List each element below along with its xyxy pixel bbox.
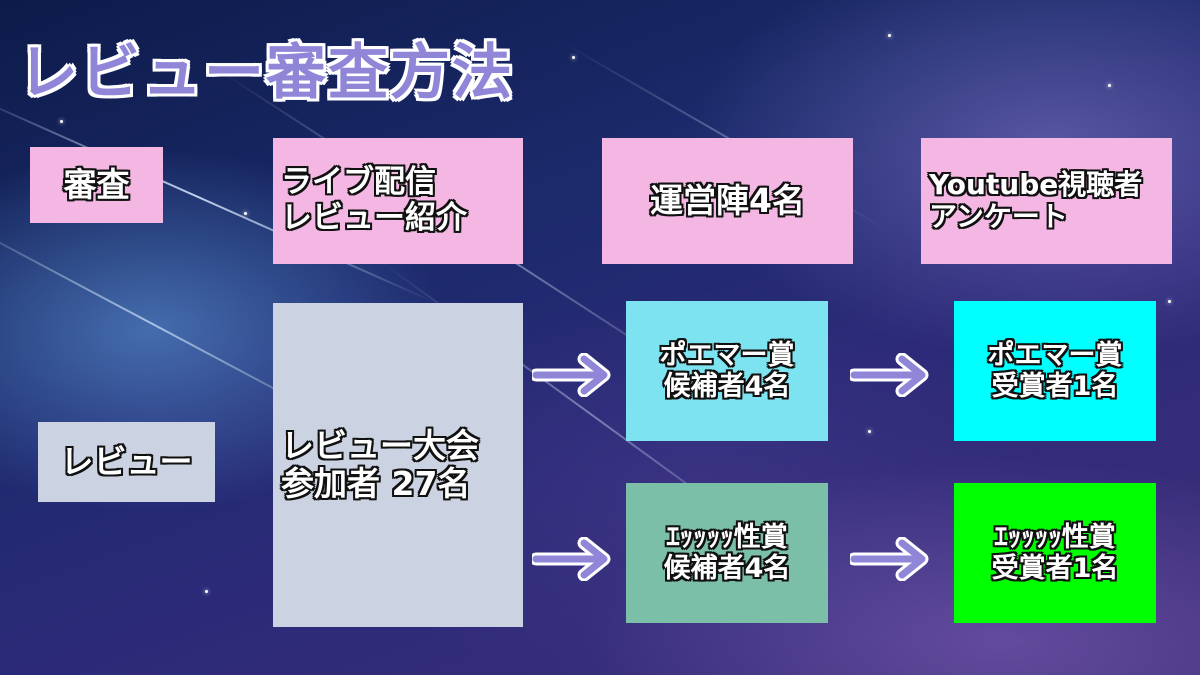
review-row-label: レビュー bbox=[38, 422, 215, 502]
poem-candidates-line-1: ポエマー賞 bbox=[659, 339, 795, 371]
star bbox=[888, 34, 891, 37]
participants-line-2: 参加者 27名 bbox=[281, 464, 471, 503]
star bbox=[1168, 300, 1171, 303]
star bbox=[60, 120, 63, 123]
star bbox=[572, 56, 575, 59]
star bbox=[244, 212, 247, 215]
participants-line-1: レビュー大会 bbox=[281, 426, 479, 466]
judging-label-text: 審査 bbox=[63, 165, 130, 205]
youtube-survey-line-1: Youtube視聴者 bbox=[929, 167, 1143, 201]
star bbox=[1108, 84, 1111, 87]
star bbox=[205, 590, 208, 593]
ero-candidates-line-2: 候補者4名 bbox=[663, 553, 791, 584]
star bbox=[868, 430, 871, 433]
poem-candidates-line-2: 候補者4名 bbox=[663, 371, 791, 402]
ero-candidates-box: ｴｯｯｯｯ性賞 候補者4名 bbox=[626, 483, 828, 623]
live-review-intro-box: ライブ配信 レビュー紹介 bbox=[273, 138, 523, 264]
ero-winner-box: ｴｯｯｯｯ性賞 受賞者1名 bbox=[954, 483, 1156, 623]
staff-judges-box: 運営陣4名 bbox=[602, 138, 853, 264]
review-label-text: レビュー bbox=[60, 442, 193, 482]
staff-judges-text: 運営陣4名 bbox=[650, 181, 805, 221]
youtube-survey-box: Youtube視聴者 アンケート bbox=[921, 138, 1172, 264]
right-arrow-icon bbox=[532, 353, 611, 397]
ero-candidates-line-1: ｴｯｯｯｯ性賞 bbox=[666, 521, 788, 553]
judging-row-label: 審査 bbox=[30, 147, 163, 223]
poem-winner-line-2: 受賞者1名 bbox=[991, 371, 1119, 402]
youtube-survey-line-2: アンケート bbox=[929, 200, 1068, 233]
right-arrow-icon bbox=[532, 537, 611, 581]
live-review-intro-line-2: レビュー紹介 bbox=[281, 200, 467, 236]
right-arrow-icon bbox=[850, 537, 929, 581]
right-arrow-icon bbox=[850, 353, 929, 397]
poem-winner-line-1: ポエマー賞 bbox=[987, 339, 1123, 371]
live-review-intro-line-1: ライブ配信 bbox=[281, 164, 436, 201]
poem-candidates-box: ポエマー賞 候補者4名 bbox=[626, 301, 828, 441]
page-title: レビュー審査方法 bbox=[18, 38, 514, 108]
participants-box: レビュー大会 参加者 27名 bbox=[273, 303, 523, 627]
ero-winner-line-1: ｴｯｯｯｯ性賞 bbox=[994, 521, 1116, 553]
ero-winner-line-2: 受賞者1名 bbox=[991, 553, 1119, 584]
poem-winner-box: ポエマー賞 受賞者1名 bbox=[954, 301, 1156, 441]
